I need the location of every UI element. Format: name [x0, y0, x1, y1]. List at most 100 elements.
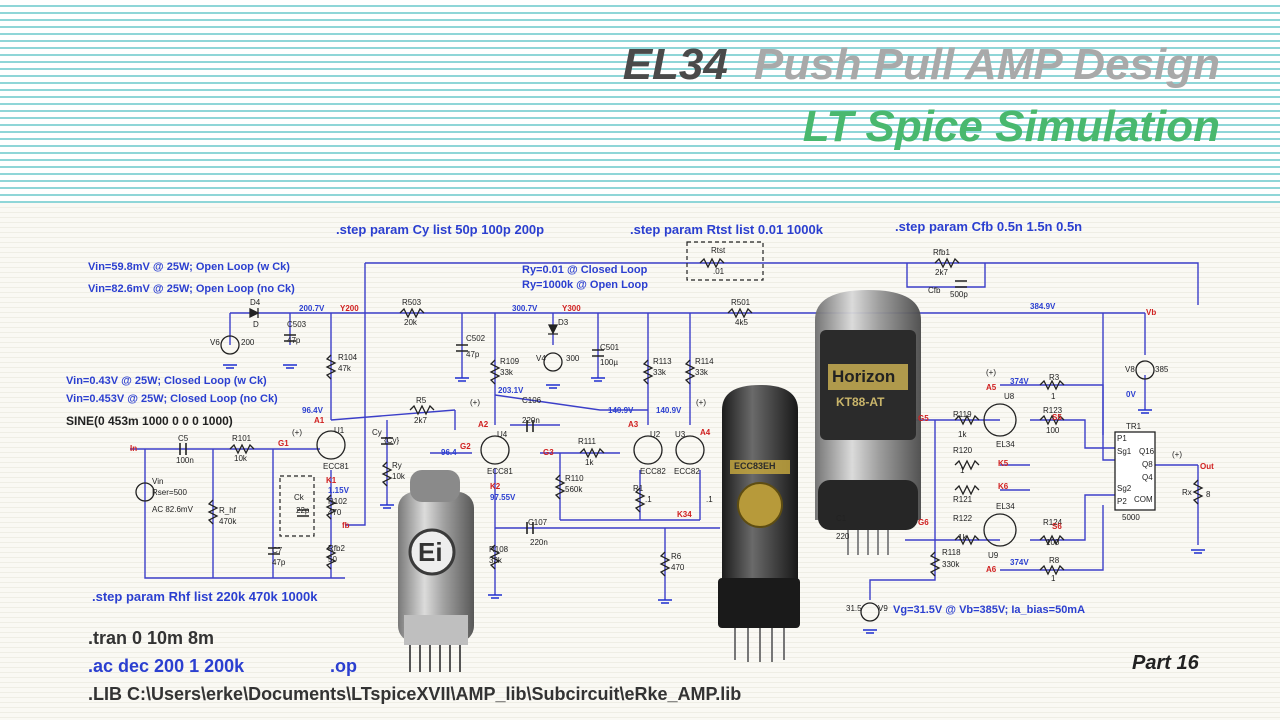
u1-model: ECC81 — [323, 462, 349, 471]
ecc83-tube-photo — [718, 385, 800, 662]
c7-value: 47p — [272, 558, 286, 567]
r8-value: 1 — [1051, 574, 1056, 583]
sources — [135, 335, 1155, 622]
u1-label: U1 — [334, 426, 345, 435]
r6-value: 470 — [671, 563, 685, 572]
node-vb: Vb — [1146, 308, 1157, 317]
v4-label: V4 — [536, 354, 546, 363]
c7-label: C7 — [272, 546, 283, 555]
node-a5: A5 — [986, 383, 997, 392]
r118-label: R118 — [942, 548, 961, 557]
r503-label: R503 — [402, 298, 422, 307]
r3-label: R3 — [1049, 373, 1060, 382]
r6-label: R6 — [671, 552, 682, 561]
cfb-label: Cfb — [928, 286, 941, 295]
r111-label: R111 — [578, 437, 596, 446]
u3-label: U3 — [675, 430, 686, 439]
r110-label: R110 — [565, 474, 584, 483]
kt88-tube-photo — [815, 290, 921, 555]
tr1-q16: Q16 — [1139, 447, 1155, 456]
r113-label: R113 — [653, 357, 672, 366]
ry-label: Ry — [392, 461, 402, 470]
ecc83-brand: ECC83EH — [734, 461, 776, 471]
note-vin-closed-ck: Vin=0.43V @ 25W; Closed Loop (w Ck) — [66, 375, 267, 387]
u2-label: U2 — [650, 430, 661, 439]
title-tube: EL34 — [622, 40, 728, 89]
node-y200: Y200 — [340, 304, 359, 313]
r124-value: 100 — [1046, 538, 1060, 547]
r2-value: .1 — [706, 495, 713, 504]
node-374v-a: 374V — [1010, 377, 1029, 386]
node-g5: G5 — [918, 414, 929, 423]
c502-label: C502 — [466, 334, 486, 343]
rfb2-label: Rfb2 — [328, 544, 345, 553]
note-vin-closed-nock: Vin=0.453V @ 25W; Closed Loop (no Ck) — [66, 393, 278, 405]
vin-label: Vin — [152, 477, 164, 486]
title-banner — [0, 0, 1280, 203]
r108-value: 33k — [489, 556, 502, 565]
c502-value: 47p — [466, 350, 480, 359]
vin-rser: Rser=500 — [152, 488, 187, 497]
node-k1: K1 — [326, 476, 337, 485]
c106-label: C106 — [522, 396, 542, 405]
u3-plus: (+) — [696, 398, 706, 407]
node-a3: A3 — [628, 420, 639, 429]
node-96v-a1: 96.4V — [302, 406, 323, 415]
tr1-p2: P2 — [1117, 497, 1127, 506]
r1-label: R1 — [633, 484, 644, 493]
node-140v-b: 140.9V — [656, 406, 682, 415]
tran-directive: .tran 0 10m 8m — [88, 628, 215, 648]
c1-value: 220 — [836, 532, 850, 541]
node-fb: fb — [342, 521, 350, 530]
r118-value: 330k — [942, 560, 960, 569]
rhf-value: 470k — [219, 517, 237, 526]
c107-value: 220n — [530, 538, 548, 547]
node-a4: A4 — [700, 428, 711, 437]
r110-value: 560k — [565, 485, 583, 494]
cy-value: {Cy} — [384, 436, 400, 445]
c1-label: C1 — [836, 514, 847, 523]
u9-model: EL34 — [996, 502, 1015, 511]
node-y300: Y300 — [562, 304, 581, 313]
note-ry-open: Ry=1000k @ Open Loop — [522, 279, 648, 291]
node-140v-a: 140.9V — [608, 406, 634, 415]
node-k2: K2 — [490, 482, 501, 491]
r108-label: R108 — [489, 545, 509, 554]
lib-directive: .LIB C:\Users\erke\Documents\LTspiceXVII… — [88, 684, 742, 704]
node-374v-b: 374V — [1010, 558, 1029, 567]
u4-model: ECC81 — [487, 467, 513, 476]
tr1-p1: P1 — [1117, 434, 1127, 443]
title-line-2: LT Spice Simulation — [802, 102, 1220, 151]
r124-label: R124 — [1043, 518, 1063, 527]
node-g6: G6 — [918, 518, 929, 527]
ac-directive: .ac dec 200 1 200k — [88, 656, 245, 676]
node-96-g2: 96.4 — [441, 448, 457, 457]
node-s5: S5 — [1052, 413, 1062, 422]
v6-value: 200 — [241, 338, 255, 347]
ck-label: Ck — [294, 493, 304, 502]
c107-label: C107 — [528, 518, 548, 527]
v8-value: 385 — [1155, 365, 1169, 374]
r104-value: 47k — [338, 364, 351, 373]
node-384v: 384.9V — [1030, 302, 1056, 311]
r5-value: 2k7 — [414, 416, 427, 425]
ei-logo: Ei — [418, 537, 443, 567]
u8-plus: (+) — [986, 368, 996, 377]
r102-value: 470 — [328, 508, 342, 517]
u8-model: EL34 — [996, 440, 1015, 449]
r501-label: R501 — [731, 298, 751, 307]
u1-plus: (+) — [292, 428, 302, 437]
ecc81-tube-photo — [398, 470, 474, 672]
c501-label: C501 — [600, 343, 620, 352]
r114-label: R114 — [695, 357, 714, 366]
d4-model: D — [253, 320, 259, 329]
note-vg-bias: Vg=31.5V @ Vb=385V; Ia_bias=50mA — [893, 604, 1086, 616]
r102-label: R102 — [328, 497, 348, 506]
rx-value: 8 — [1206, 490, 1211, 499]
node-1-15v: 1.15V — [328, 486, 349, 495]
note-vin-open-ck: Vin=59.8mV @ 25W; Open Loop (w Ck) — [88, 261, 290, 273]
node-s6: S6 — [1052, 522, 1062, 531]
note-vin-open-nock: Vin=82.6mV @ 25W; Open Loop (no Ck) — [88, 283, 295, 295]
tr1-value: 5000 — [1122, 513, 1140, 522]
r101-value: 10k — [234, 454, 247, 463]
